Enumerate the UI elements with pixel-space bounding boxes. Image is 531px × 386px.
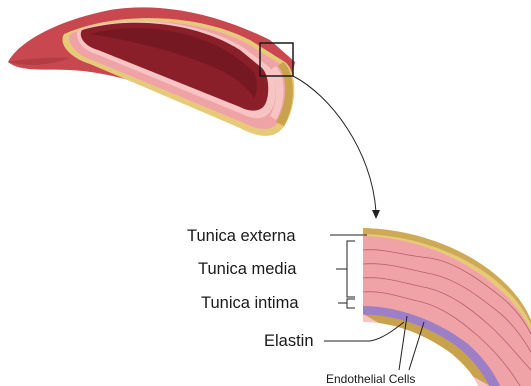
zoom-arrowhead (372, 210, 380, 219)
label-tunica-externa: Tunica externa (187, 227, 296, 245)
bracket-tunica-media (336, 241, 355, 297)
label-tunica-intima: Tunica intima (201, 294, 299, 312)
bracket-tunica-intima (338, 299, 355, 308)
zoom-arrow (293, 76, 376, 212)
label-endothelial-cells: Endothelial Cells (326, 372, 415, 386)
vessel-wall-cross-section (363, 228, 531, 386)
blood-vessel-illustration (8, 7, 295, 136)
label-tunica-media: Tunica media (198, 260, 297, 278)
label-elastin: Elastin (264, 332, 314, 350)
